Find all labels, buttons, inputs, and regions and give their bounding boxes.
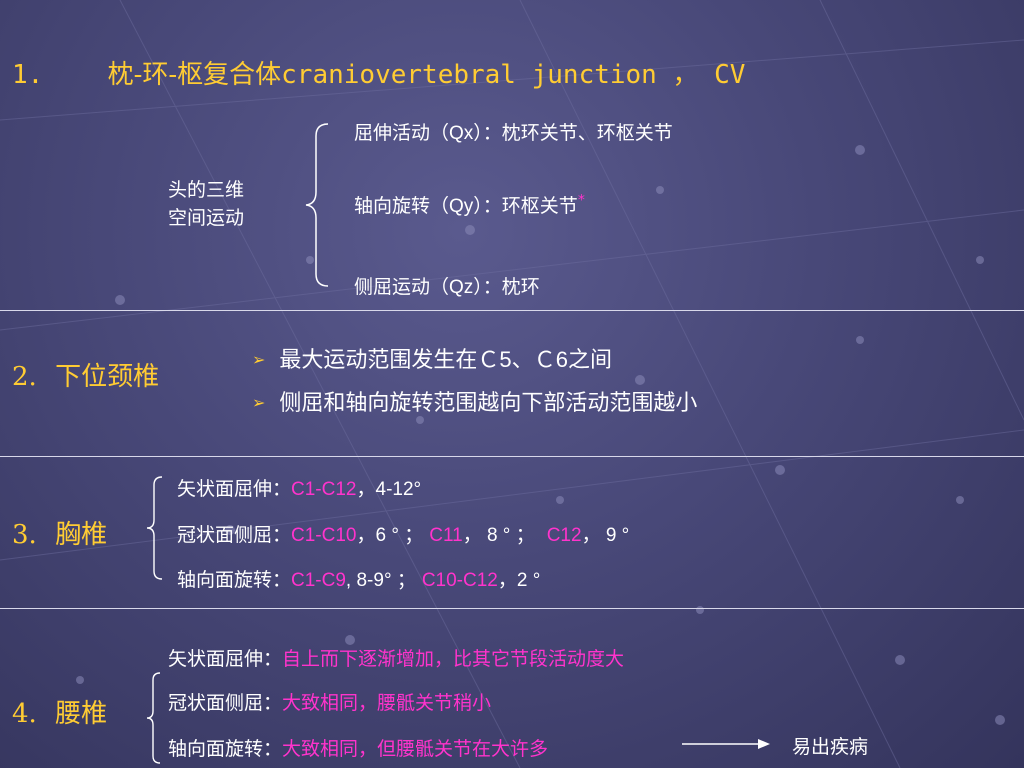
section-1-title-cn: 枕-环-枢复合体 [107,60,282,90]
section-1-item-qx: 屈伸活动（Qx）：枕环关节、环枢关节 [354,118,673,145]
section-3-item-sagittal: 矢状面屈伸：C1-C12，4-12° [177,474,421,501]
section-1-title-en: craniovertebral junction ， CV [281,60,746,90]
item-code: Qy [449,196,474,217]
item-label: 矢状面屈伸： [168,648,283,670]
divider-1 [0,310,1024,311]
item-suffix: ）：环枢关节 [473,195,578,217]
item-code: Qx [449,123,474,144]
section-3-brace-icon [146,476,163,580]
bullet-c6: Ｃ6 [533,347,568,372]
section-1-item-qz: 侧屈运动（Qz）：枕环 [354,272,540,299]
segment-range: C12 [546,525,582,546]
section-2-bullet-2: ➢ 侧屈和轴向旋转范围越向下部活动范围越小 [252,385,697,417]
item-prefix: 轴向旋转（ [354,195,450,217]
segment-range: C1-C9 [291,570,346,591]
segment-range: C10-C12 [421,570,498,591]
divider-2 [0,456,1024,457]
segment-value: ，6 ° ； [356,525,424,546]
segment-range: C11 [429,525,463,546]
section-3-item-axial: 轴向面旋转：C1-C9, 8-9° ；C10-C12，2 ° [177,565,540,592]
section-4-title-text: 腰椎 [55,699,108,729]
section-1-brace-icon [305,123,329,287]
group-label-line-1: 头的三维 [168,179,245,201]
section-1-group-label: 头的三维 空间运动 [168,176,244,232]
asterisk-mark: * [577,192,585,209]
section-3-title-text: 胸椎 [55,520,108,550]
arrow-note: 易出疾病 [792,736,869,758]
section-3-number: 3. [12,520,37,550]
section-4-item-axial: 轴向面旋转：大致相同，但腰骶关节在大许多 [168,734,548,761]
section-3-title: 3. 胸椎 [12,514,107,551]
item-value: 自上而下逐渐增加，比其它节段活动度大 [282,648,625,670]
item-label: 冠状面侧屈： [168,692,283,714]
section-1-item-qy: 轴向旋转（Qy）：环枢关节* [354,191,585,218]
section-2-title-text: 下位颈椎 [55,362,160,392]
section-2-title: 2. 下位颈椎 [12,356,159,393]
item-code: Qz [449,277,474,298]
item-label: 矢状面屈伸： [177,478,292,500]
bullet-text: 最大运动范围发生在 [279,348,478,373]
segment-value: ，4-12° [356,479,422,500]
item-suffix: ）：枕环 [473,276,540,298]
bullet-text: 侧屈和轴向旋转范围越向下部活动范围越小 [279,391,698,416]
bullet-separator: 、 [511,348,534,373]
bullet-text-end: 之间 [567,348,612,373]
arrow-bullet-icon: ➢ [252,393,266,412]
item-prefix: 屈伸活动（ [354,122,450,144]
segment-value: ， 8 ° ； [462,525,535,546]
item-value: 大致相同，腰骶关节稍小 [282,692,492,714]
segment-range: C1-C12 [291,479,357,500]
section-4-title: 4. 腰椎 [12,693,107,730]
divider-3 [0,608,1024,609]
segment-value: ， 9 ° [581,525,630,546]
section-2-number: 2. [12,362,37,392]
item-suffix: ）：枕环关节、环枢关节 [473,122,673,144]
section-4-item-sagittal: 矢状面屈伸：自上而下逐渐增加，比其它节段活动度大 [168,644,624,671]
item-label: 冠状面侧屈： [177,524,292,546]
section-4-brace-icon [146,672,161,764]
section-4-number: 4. [12,699,37,729]
bullet-c5: Ｃ5 [477,347,512,372]
arrow-bullet-icon: ➢ [252,350,266,369]
item-value: 大致相同，但腰骶关节在大许多 [282,738,549,760]
segment-range: C1-C10 [291,525,357,546]
item-label: 轴向面旋转： [168,738,283,760]
right-arrow-icon [682,739,770,749]
item-prefix: 侧屈运动（ [354,276,450,298]
segment-value: , 8-9° ； [345,570,416,591]
section-1-title: 1. 枕-环-枢复合体craniovertebral junction ， CV [12,54,745,91]
section-3-item-coronal: 冠状面侧屈：C1-C10，6 ° ；C11， 8 ° ； C12， 9 ° [177,520,629,547]
section-4-item-coronal: 冠状面侧屈：大致相同，腰骶关节稍小 [168,688,491,715]
section-1-number: 1. [12,60,44,90]
segment-value: ，2 ° [497,570,541,591]
group-label-line-2: 空间运动 [168,207,245,229]
section-2-bullet-1: ➢ 最大运动范围发生在Ｃ5、Ｃ6之间 [252,342,612,374]
item-label: 轴向面旋转： [177,569,292,591]
